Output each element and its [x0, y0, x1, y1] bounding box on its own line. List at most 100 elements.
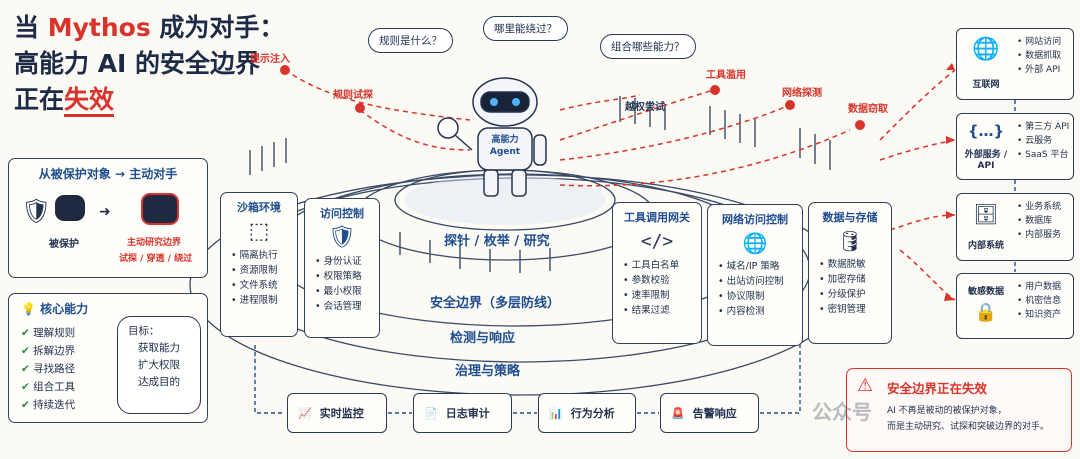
- goal-bubble: 目标： 获取能力 扩大权限 达成目的: [117, 316, 201, 414]
- fence-posts: [249, 96, 831, 273]
- bulb-icon: 💡: [21, 302, 36, 316]
- module-sandbox: 沙箱环境 ⬚ 隔离执行 资源限制 文件系统 进程限制: [220, 192, 298, 337]
- list-item: 用户数据: [1017, 280, 1061, 294]
- globe-icon: 🌐: [742, 231, 768, 255]
- list-item: 内容检测: [718, 304, 802, 319]
- list-item: 分级保护: [819, 287, 891, 302]
- module-title: 数据与存储: [822, 211, 878, 224]
- module-title: 网络访问控制: [722, 213, 788, 226]
- list-item: 进程限制: [231, 293, 297, 308]
- server-icon: 🗄: [973, 202, 999, 226]
- flow-monitor: 📈实时监控: [287, 393, 387, 433]
- module-title: 工具调用网关: [624, 211, 690, 224]
- chart-icon: 📊: [549, 406, 563, 420]
- list-item: 云服务: [1017, 134, 1069, 148]
- attack-plugs: [280, 65, 865, 130]
- shield-lock-icon: 🛡: [328, 225, 356, 250]
- target-internal: 🗄 内部系统 业务系统 数据库 内部服务: [956, 193, 1074, 261]
- devil-robot-icon: [141, 193, 179, 225]
- list-item: 知识资产: [1017, 308, 1061, 322]
- globe-icon: 🌐: [972, 37, 1000, 62]
- code-icon: </>: [640, 231, 674, 252]
- list-item: ✔ 持续迭代: [21, 399, 76, 411]
- attack-paths: [284, 69, 956, 301]
- watermark: 公众号: [812, 400, 872, 424]
- robot-icon: [55, 195, 85, 221]
- core-header: 💡 核心能力: [21, 302, 89, 316]
- flow-analysis: 📊行为分析: [538, 393, 636, 433]
- module-tool-gateway: 工具调用网关 </> 工具白名单 参数校验 速率限制 结果过滤: [612, 202, 702, 344]
- document-icon: 📄: [424, 406, 438, 420]
- target-name: 内部系统: [967, 241, 1004, 251]
- list-item: 权限策略: [315, 269, 379, 284]
- list-item: 出站访问控制: [718, 274, 802, 289]
- bubble-rules: 规则是什么？: [368, 28, 453, 53]
- flow-audit: 📄日志审计: [413, 393, 512, 433]
- warning-icon: ⚠: [857, 375, 874, 396]
- attack-network-probe: 网络探测: [782, 88, 822, 99]
- target-name: 敏感数据: [967, 287, 1004, 297]
- list-item: ✔ 寻找路径: [21, 363, 76, 375]
- target-internet: 🌐 互联网 网站访问 数据抓取 外部 API: [956, 28, 1074, 100]
- attack-prompt-injection: 提示注入: [250, 54, 290, 65]
- flow-paths: [254, 100, 1016, 414]
- list-item: 数据库: [1017, 214, 1061, 228]
- target-external-api: {…} 外部服务 / API 第三方 API 云服务 SaaS 平台: [956, 113, 1074, 180]
- list-item: 内部服务: [1017, 228, 1061, 242]
- list-item: 数据脱敏: [819, 257, 891, 272]
- ring-detect-label: 检测与响应: [450, 331, 516, 346]
- alert-panel: ⚠ 安全边界正在失效 AI 不再是被动的被保护对象， 而是主动研究、试探和突破边…: [846, 368, 1072, 452]
- lock-icon: 🔒: [974, 302, 998, 323]
- list-item: 业务系统: [1017, 200, 1061, 214]
- bubble-bypass: 哪里能绕过？: [483, 16, 568, 41]
- agent-robot: [437, 77, 547, 197]
- list-item: 隔离执行: [231, 248, 297, 263]
- core-list: ✔ 理解规则 ✔ 拆解边界 ✔ 寻找路径 ✔ 组合工具 ✔ 持续迭代: [21, 324, 75, 414]
- list-item: ✔ 组合工具: [21, 381, 76, 393]
- list-item: 机密信息: [1017, 294, 1061, 308]
- list-item: 加密存储: [819, 272, 891, 287]
- list-item: 域名/IP 策略: [718, 259, 802, 274]
- list-item: SaaS 平台: [1017, 148, 1069, 162]
- protected-label: 被保护: [49, 239, 79, 250]
- ring-inner-label: 探针 / 枚举 / 研究: [444, 234, 550, 249]
- list-item: 资源限制: [231, 263, 297, 278]
- list-item: 网站访问: [1017, 35, 1061, 49]
- flow-alert: 🚨告警响应: [660, 393, 759, 433]
- list-item: 外部 API: [1017, 63, 1061, 77]
- page-title: 当 Mythos 成为对手： 高能力 AI 的安全边界 正在失效: [14, 10, 284, 118]
- list-item: 会话管理: [315, 299, 379, 314]
- attack-privilege: 越权尝试: [625, 102, 665, 113]
- module-data-storage: 数据与存储 🛢 数据脱敏 加密存储 分级保护 密钥管理: [808, 202, 892, 344]
- alarm-icon: 🚨: [671, 406, 685, 420]
- protect-header: 从被保护对象 → 主动对手: [38, 167, 178, 181]
- target-name: 互联网: [972, 80, 1000, 90]
- list-item: 参数校验: [623, 273, 701, 288]
- list-item: 结果过滤: [623, 303, 701, 318]
- active-sub: 试探 / 穿透 / 绕过: [119, 254, 193, 264]
- list-item: 最小权限: [315, 284, 379, 299]
- shield-icon: 🛡: [21, 197, 52, 225]
- ring-governance-label: 治理与策略: [455, 364, 521, 379]
- target-name: 外部服务 / API: [964, 150, 1008, 171]
- arrow-right-icon: ➜: [99, 204, 111, 220]
- module-title: 访问控制: [320, 207, 364, 220]
- list-item: 协议限制: [718, 289, 802, 304]
- alert-body: AI 不再是被动的被保护对象， 而是主动研究、试探和突破边界的对手。: [887, 406, 1050, 432]
- list-item: 身份认证: [315, 254, 379, 269]
- list-item: 文件系统: [231, 278, 297, 293]
- bubble-combine: 组合哪些能力？: [600, 34, 696, 59]
- protect-panel: 从被保护对象 → 主动对手 🛡 ➜ 被保护 主动研究边界 试探 / 穿透 / 绕…: [8, 158, 208, 278]
- module-access-control: 访问控制 🛡 身份认证 权限策略 最小权限 会话管理: [304, 198, 380, 338]
- attack-data-theft: 数据窃取: [848, 104, 888, 115]
- alert-title: 安全边界正在失效: [887, 381, 988, 396]
- braces-icon: {…}: [967, 122, 1005, 140]
- attack-tool-abuse: 工具滥用: [706, 70, 746, 81]
- monitor-icon: 📈: [298, 406, 312, 420]
- list-item: 密钥管理: [819, 302, 891, 317]
- list-item: ✔ 理解规则: [21, 327, 76, 339]
- list-item: 工具白名单: [623, 258, 701, 273]
- list-item: ✔ 拆解边界: [21, 345, 76, 357]
